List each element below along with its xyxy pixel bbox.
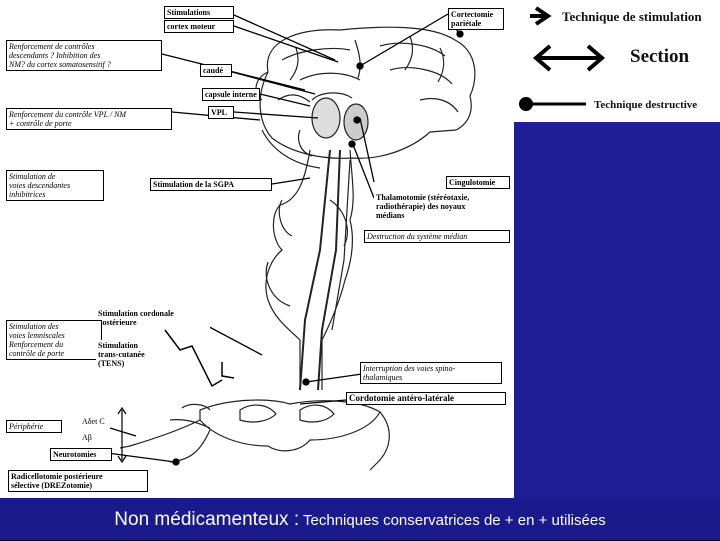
slide-caption: Non médicamenteux : Techniques conservat… bbox=[0, 500, 720, 540]
label-stimulation-cordonale: Stimulation cordonale postérieure bbox=[96, 308, 210, 328]
label-radicellotomie: Radicellotomie postérieure sélective (DR… bbox=[8, 470, 148, 492]
label-neurotomies: Neurotomies bbox=[50, 448, 112, 461]
label-peripherie: Périphérie bbox=[6, 420, 62, 433]
tens-zigzag-line bbox=[165, 330, 222, 386]
label-abeta: Aβ bbox=[80, 432, 104, 443]
label-interruption-spino: Interruption des voies spino- thalamique… bbox=[360, 362, 502, 384]
label-renforcement-vpl: Renforcement du contrôle VPL / NM + cont… bbox=[6, 108, 172, 130]
label-destruction-systeme-median: Destruction du système médian bbox=[364, 230, 510, 243]
stimulation-arrow-icon bbox=[530, 8, 548, 24]
spinal-cord-shape bbox=[200, 400, 380, 451]
label-cortectomie: Cortectomie pariétale bbox=[448, 8, 504, 30]
label-adelta-c: Aδet C bbox=[80, 416, 116, 427]
brainstem-shape bbox=[266, 150, 353, 390]
nervous-system-drawing bbox=[0, 0, 514, 498]
label-stimulation-tens: Stimulation trans-cutanée (TENS) bbox=[96, 340, 162, 369]
label-caude: caudé bbox=[200, 64, 232, 77]
caption-main: Non médicamenteux : bbox=[114, 509, 299, 530]
label-stimulation-voies-descendantes: Stimulation de voies descendantes inhibi… bbox=[6, 170, 104, 201]
pain-treatment-diagram: Stimulations cortex moteur Cortectomie p… bbox=[0, 0, 514, 498]
label-vpl: VPL bbox=[208, 106, 234, 119]
section-double-arrow-icon bbox=[536, 46, 602, 70]
legend-stimulation-label: Technique de stimulation bbox=[562, 9, 702, 25]
label-stimulations: Stimulations bbox=[164, 6, 234, 19]
label-capsule-interne: capsule interne bbox=[202, 88, 260, 101]
label-cingulotomie: Cingulotomie bbox=[446, 176, 510, 189]
slide-background-strip bbox=[514, 122, 720, 498]
destructive-technique-icon bbox=[519, 97, 586, 111]
label-stimulation-lemniscales: Stimulation des voies lemniscales Renfor… bbox=[6, 320, 102, 360]
legend-destructive-label: Technique destructive bbox=[594, 99, 697, 111]
legend-panel: Technique de stimulation Section Techniq… bbox=[514, 0, 720, 122]
legend-section-label: Section bbox=[630, 46, 689, 68]
label-cortex-moteur: cortex moteur bbox=[164, 20, 234, 33]
label-cordotomie: Cordotomie antéro-latérale bbox=[346, 392, 506, 405]
periphery-stimulation-line bbox=[222, 362, 234, 378]
label-thalamotomie: Thalamotomie (stéréotaxie, radiothérapie… bbox=[374, 192, 510, 221]
caption-detail: Techniques conservatrices de + en + util… bbox=[299, 512, 606, 529]
label-renforcement-descendants: Renforcement de contrôles descendants ? … bbox=[6, 40, 162, 71]
label-stimulation-sgpa: Stimulation de la SGPA bbox=[150, 178, 272, 191]
